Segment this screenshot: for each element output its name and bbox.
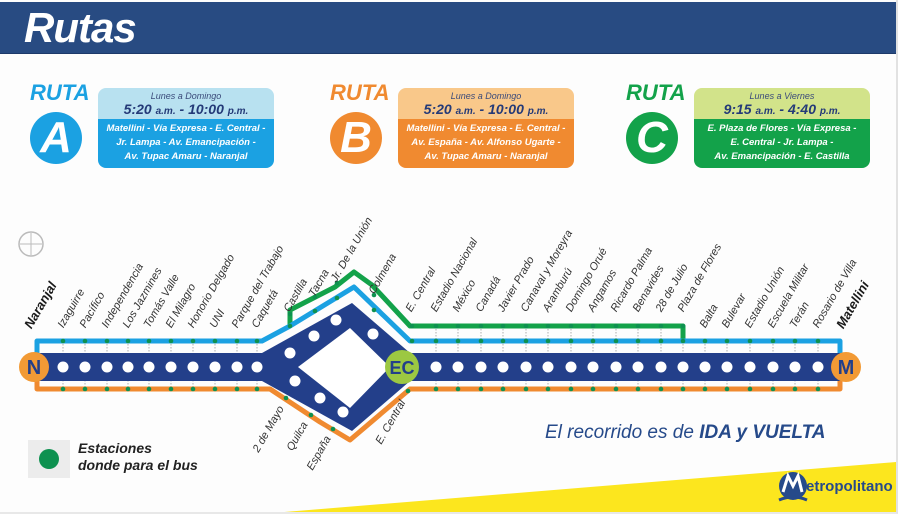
route-c-path: E. Plaza de Flores - Vía Expresa - E. Ce… — [694, 119, 870, 168]
route-b-badge: B — [330, 112, 382, 164]
route-c-days: Lunes a Viernes — [749, 91, 815, 101]
route-b-path: Matellini - Vía Expresa - E. Central - A… — [398, 119, 574, 168]
round-trip-tagline: El recorrido es de IDA y VUELTA — [545, 422, 826, 443]
svg-text:M: M — [838, 357, 855, 379]
trunk-station-dots — [57, 314, 824, 418]
route-b-label: RUTA — [330, 80, 390, 105]
central-station-badge: EC — [385, 350, 419, 384]
route-b-schedule: Lunes a Domingo 5:20 a.m. - 10:00 p.m. M… — [398, 88, 574, 168]
route-a-schedule: Lunes a Domingo 5:20 a.m. - 10:00 p.m. M… — [98, 88, 274, 168]
terminal-n-badge: N — [19, 352, 49, 382]
route-c-schedule: Lunes a Viernes 9:15 a.m. - 4:40 p.m. E.… — [694, 88, 870, 168]
bus-stop-dots — [60, 280, 821, 432]
header-bar: Rutas — [0, 2, 896, 54]
compass-icon — [18, 231, 44, 257]
metropolitano-logo-text: etropolitano — [806, 478, 893, 495]
route-a-label: RUTA — [30, 80, 90, 105]
route-a-line — [34, 284, 843, 366]
svg-text:EC: EC — [389, 358, 414, 378]
route-a-badge: A — [30, 112, 82, 164]
route-a-path: Matellini - Vía Expresa - E. Central - J… — [98, 119, 274, 168]
route-c-hours: 9:15 a.m. - 4:40 p.m. — [723, 101, 841, 117]
terminal-m-badge: M — [831, 352, 861, 382]
route-a-hours: 5:20 a.m. - 10:00 p.m. — [123, 101, 249, 117]
route-b-days: Lunes a Domingo — [450, 91, 522, 101]
legend-text: Estaciones donde para el bus — [78, 440, 198, 473]
route-b-hours: 5:20 a.m. - 10:00 p.m. — [423, 101, 549, 117]
route-a-days: Lunes a Domingo — [150, 91, 222, 101]
bus-stop-dot-icon — [39, 449, 59, 469]
page-title: Rutas — [24, 4, 137, 51]
legend-swatch — [28, 440, 70, 478]
route-b-line — [34, 366, 843, 443]
route-c-badge: C — [626, 112, 678, 164]
metropolitano-logo-icon — [778, 471, 808, 502]
route-c-label: RUTA — [626, 80, 686, 105]
svg-text:N: N — [27, 357, 41, 379]
